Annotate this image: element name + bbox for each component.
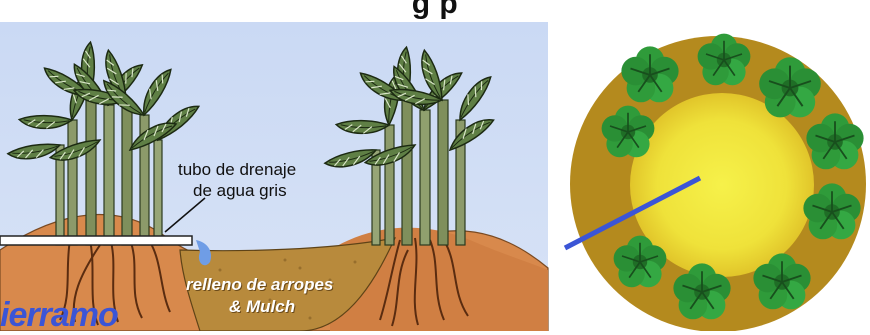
watermark-logo: ierramo: [0, 296, 118, 335]
fill-label-line2: & Mulch: [229, 296, 295, 317]
top-view-panel: [565, 34, 866, 331]
fill-label-line1: relleno de arropes: [186, 274, 333, 295]
pipe-label-line2: de agua gris: [193, 181, 287, 200]
diagram-title: g p: [0, 0, 870, 21]
pipe-label-line1: tubo de drenaje: [178, 160, 296, 179]
